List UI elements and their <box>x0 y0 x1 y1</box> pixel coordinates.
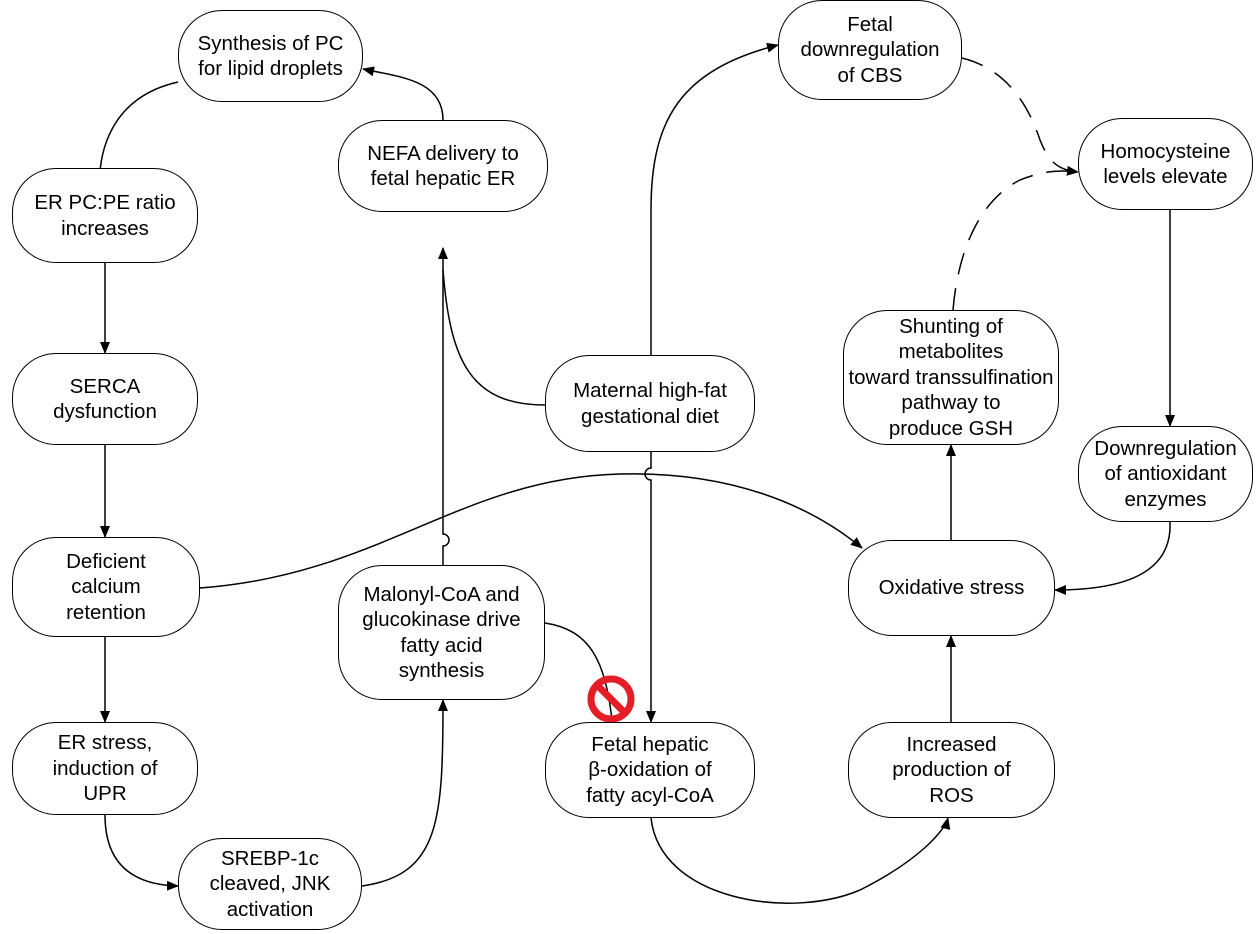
node-serca-dysfunction: SERCA dysfunction <box>12 353 198 445</box>
node-deficient-calcium: Deficient calcium retention <box>12 537 200 637</box>
node-er-stress: ER stress, induction of UPR <box>12 722 198 815</box>
arrow-maternal-to-cbs <box>650 42 779 355</box>
arrow-maternal-to-beta-ox <box>644 452 656 723</box>
node-fetal-cbs: Fetal downregulation of CBS <box>778 0 962 100</box>
node-maternal-diet: Maternal high-fat gestational diet <box>545 355 755 452</box>
dashed-cbs-to-homocysteine <box>961 57 1079 176</box>
no-entry-icon <box>587 675 635 723</box>
node-shunting: Shunting of metabolites toward transsulf… <box>843 310 1059 445</box>
arrow-beta-ox-to-ros <box>650 817 951 904</box>
arrow-antioxidant-to-oxidative <box>1054 521 1171 595</box>
node-srebp: SREBP-1c cleaved, JNK activation <box>178 838 362 930</box>
arrow-er-stress-to-srebp <box>104 814 179 891</box>
node-antioxidant-downregulation: Downregulation of antioxidant enzymes <box>1078 426 1253 522</box>
arrow-nefa-to-synthesis <box>362 66 444 121</box>
curve-maternal-to-nefa <box>442 269 546 406</box>
curve-malonyl-to-beta-ox <box>544 622 613 721</box>
node-oxidative-stress: Oxidative stress <box>848 540 1055 636</box>
node-beta-oxidation: Fetal hepatic β-oxidation of fatty acyl-… <box>545 722 755 818</box>
arrow-malonyl-to-nefa <box>438 247 450 565</box>
arrow-calcium-to-oxidative <box>199 473 863 589</box>
arrow-srebp-to-malonyl <box>361 699 448 887</box>
node-nefa-delivery: NEFA delivery to fetal hepatic ER <box>338 120 548 212</box>
node-er-pc-pe-ratio: ER PC:PE ratio increases <box>12 168 198 263</box>
node-malonyl-coa: Malonyl-CoA and glucokinase drive fatty … <box>338 565 545 700</box>
node-homocysteine: Homocysteine levels elevate <box>1078 118 1253 210</box>
dashed-shunting-to-homocysteine <box>952 170 1079 311</box>
node-synthesis-of-pc: Synthesis of PC for lipid droplets <box>178 10 363 102</box>
node-ros: Increased production of ROS <box>848 722 1055 818</box>
